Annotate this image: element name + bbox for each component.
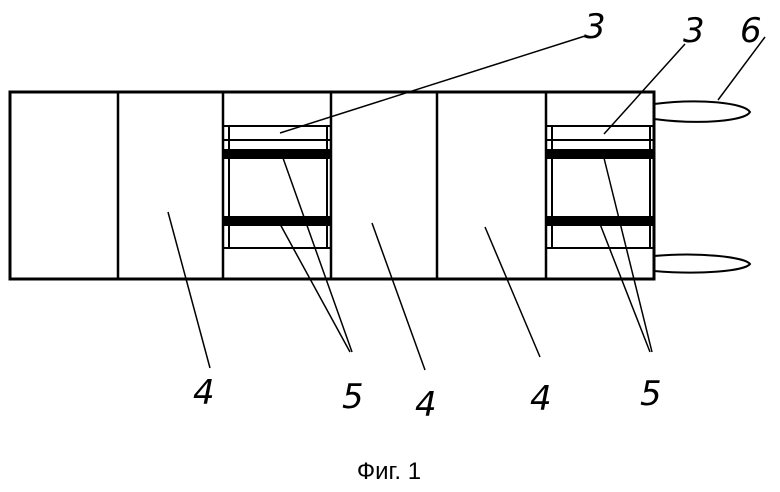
label-4-c: 4 xyxy=(530,379,552,419)
leader-4-b xyxy=(372,223,425,370)
label-5-left: 5 xyxy=(342,377,364,417)
figure-caption: Фиг. 1 xyxy=(357,458,421,485)
leader-3-left xyxy=(280,36,585,133)
leader-5-right-a xyxy=(604,158,652,352)
electrode-5-upper-right xyxy=(546,149,654,159)
label-3-left: 3 xyxy=(584,7,606,47)
label-4-b: 4 xyxy=(415,385,437,425)
leader-4-c xyxy=(485,227,540,357)
electrode-5-upper-left xyxy=(223,149,331,159)
leader-4-a xyxy=(168,212,210,368)
label-3-right: 3 xyxy=(683,11,705,51)
electrode-5-lower-left xyxy=(223,216,331,226)
label-4-a: 4 xyxy=(193,373,215,413)
plate-assembly-left xyxy=(223,126,331,248)
leader-5-left-b xyxy=(280,224,350,352)
leader-5-left-a xyxy=(283,158,352,352)
label-6: 6 xyxy=(740,11,762,51)
label-5-right: 5 xyxy=(640,374,662,414)
section-dividers xyxy=(118,92,546,279)
terminal-upper xyxy=(654,101,750,121)
plate-assembly-right xyxy=(546,126,654,248)
leader-lines xyxy=(168,36,765,370)
terminal-lower xyxy=(654,255,750,273)
terminals-6 xyxy=(654,101,750,272)
